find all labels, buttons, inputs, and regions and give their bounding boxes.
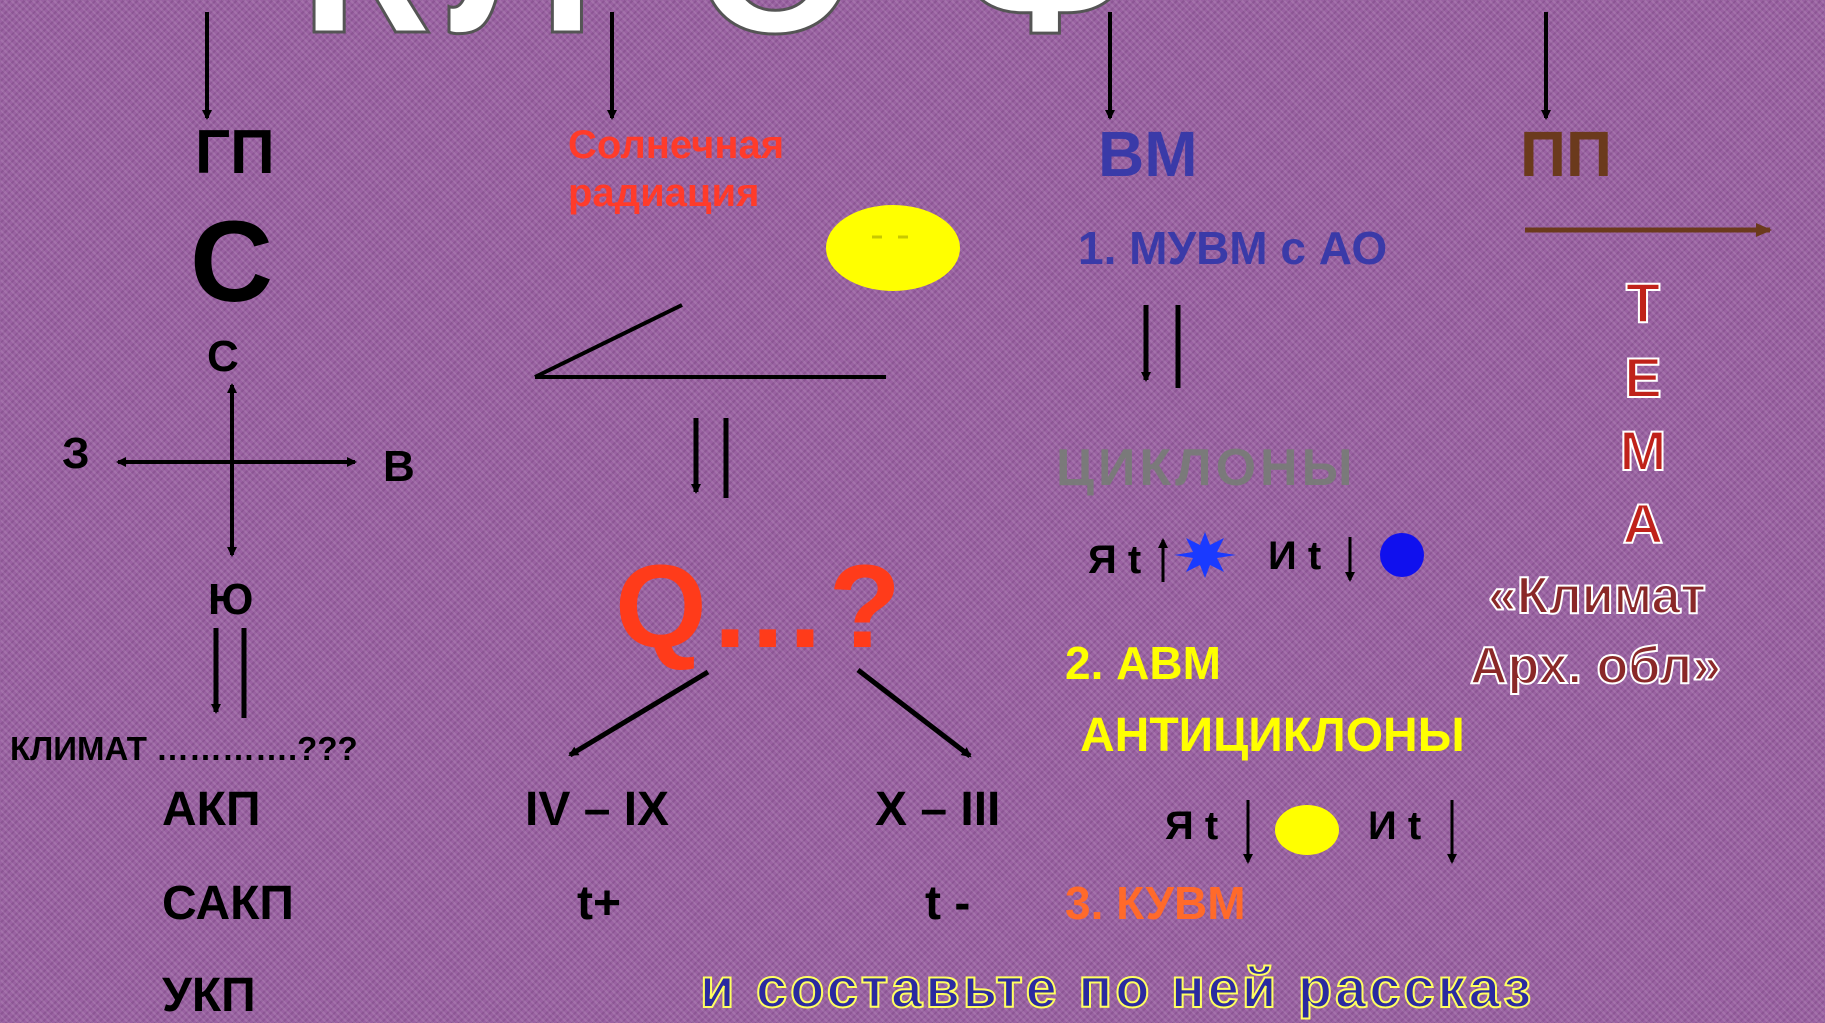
tema-letter-t: Т xyxy=(1625,271,1661,334)
q-question: Q…? xyxy=(615,541,903,673)
anticyclones-label: АНТИЦИКЛОНЫ xyxy=(1080,709,1465,762)
months-warm: IV – IX xyxy=(525,783,670,836)
cyclone-summer: Я t xyxy=(1088,538,1142,582)
sun-angle-icon xyxy=(534,303,886,379)
title-fragment: КЛ О Ф xyxy=(299,0,1155,66)
compass-south: Ю xyxy=(208,575,254,624)
anticyclone-winter: И t xyxy=(1368,804,1422,848)
implies-sun xyxy=(691,418,729,498)
theme-line2: Арх. обл» xyxy=(1469,637,1722,695)
belt-ukp: УКП xyxy=(162,969,256,1022)
temp-negative: t - xyxy=(925,877,971,930)
compass-north: С xyxy=(207,332,239,381)
small-sun-icon xyxy=(1275,805,1339,855)
months-cold: X – III xyxy=(875,783,1001,836)
implies-vm xyxy=(1141,305,1181,388)
pp-label: ПП xyxy=(1520,118,1612,190)
top-arrows xyxy=(202,12,1551,120)
rain-dot-icon xyxy=(1380,533,1424,577)
vm-label: ВМ xyxy=(1098,118,1198,190)
gp-label: ГП xyxy=(195,118,275,187)
big-letter-c: С xyxy=(190,198,274,326)
compass-west: З xyxy=(62,429,90,478)
vm-item-1: 1. МУВМ с АО xyxy=(1078,222,1388,274)
compass-cross xyxy=(116,383,357,557)
compass-east: В xyxy=(383,442,415,491)
tema-letter-e: Е xyxy=(1623,346,1662,409)
sun-icon xyxy=(826,205,960,291)
vm-item-2: 2. АВМ xyxy=(1065,637,1221,689)
cyclones-label: ЦИКЛОНЫ xyxy=(1056,439,1357,497)
belt-akp: АКП xyxy=(162,783,261,836)
tema-letter-a: А xyxy=(1622,492,1664,555)
bottom-instruction: и составьте по ней рассказ xyxy=(699,956,1535,1019)
vm-item-3: 3. КУВМ xyxy=(1065,877,1246,929)
solar-label-line1: Солнечная xyxy=(568,123,785,167)
temp-positive: t+ xyxy=(577,877,622,930)
snowflake-icon xyxy=(1174,532,1236,578)
tema-letter-m: М xyxy=(1619,419,1668,482)
climate-question: КЛИМАТ ………….??? xyxy=(10,730,358,767)
cyclone-symbols xyxy=(1158,532,1424,582)
anticyclone-symbols xyxy=(1243,800,1457,864)
anticyclone-summer: Я t xyxy=(1165,804,1219,848)
theme-line1: «Климат xyxy=(1487,567,1707,625)
belt-sakp: САКП xyxy=(162,877,294,930)
solar-label-line2: радиация xyxy=(568,171,760,215)
q-branch-arrows xyxy=(568,668,972,758)
implies-gp xyxy=(211,628,247,718)
cyclone-winter: И t xyxy=(1268,534,1322,578)
